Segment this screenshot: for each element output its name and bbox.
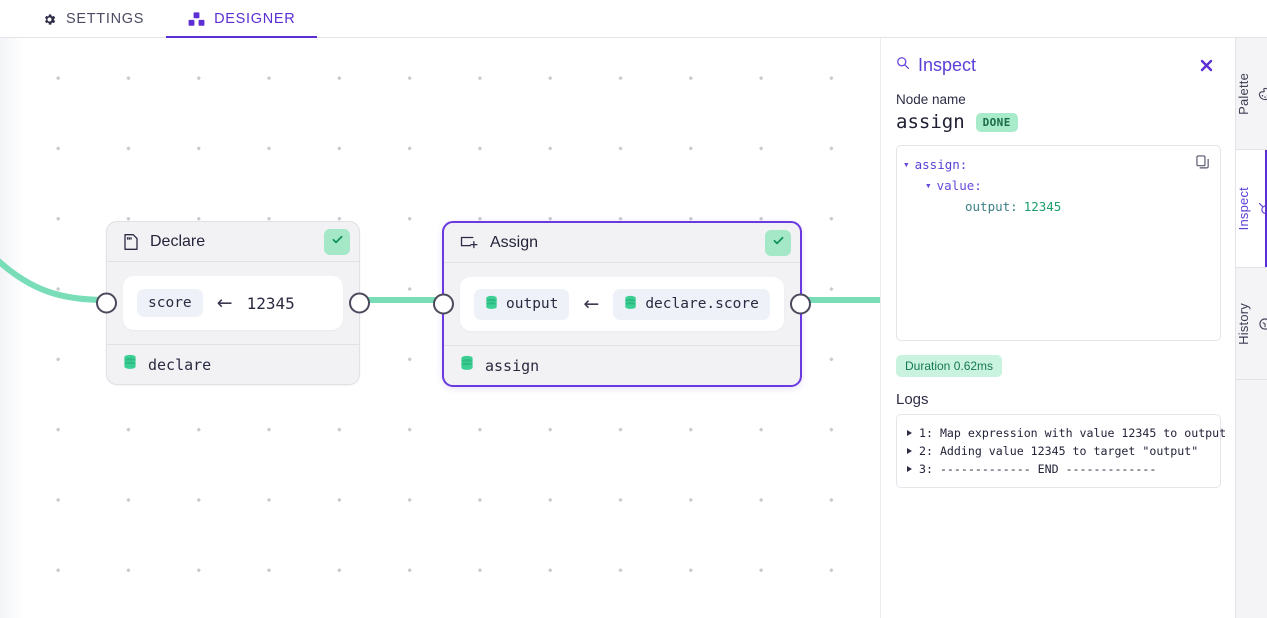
gear-icon bbox=[42, 12, 57, 27]
assign-value-label: declare.score bbox=[645, 296, 759, 312]
logs-label: Logs bbox=[896, 391, 929, 408]
node-name-row: assign DONE bbox=[882, 107, 1235, 143]
tab-designer-label: DESIGNER bbox=[214, 11, 296, 27]
declare-expression-card[interactable]: score ← 12345 bbox=[123, 276, 343, 330]
inspect-panel-title: Inspect bbox=[918, 54, 977, 75]
node-declare-input-port[interactable] bbox=[96, 292, 117, 314]
tab-settings-label: SETTINGS bbox=[66, 11, 145, 27]
chevron-right-icon[interactable] bbox=[907, 430, 912, 436]
json-leaf-value: 12345 bbox=[1023, 199, 1062, 214]
json-child-key: value: bbox=[936, 178, 982, 193]
search-icon bbox=[896, 56, 910, 75]
close-icon[interactable] bbox=[1195, 54, 1217, 76]
log-text: 1: Map expression with value 12345 to ou… bbox=[919, 426, 1227, 440]
history-icon bbox=[1258, 317, 1267, 331]
declare-target-chip[interactable]: score bbox=[137, 289, 203, 317]
rail-tab-history-label: History bbox=[1236, 302, 1251, 345]
node-assign-body: output ← de bbox=[444, 263, 800, 345]
node-declare-header: Declare bbox=[107, 222, 359, 262]
log-row[interactable]: 1: Map expression with value 12345 to ou… bbox=[907, 424, 1226, 442]
log-row[interactable]: 2: Adding value 12345 to target "output" bbox=[907, 442, 1210, 460]
database-icon bbox=[123, 354, 137, 375]
copy-icon[interactable] bbox=[1194, 153, 1212, 171]
node-declare-footer-label: declare bbox=[148, 355, 212, 374]
chevron-down-icon[interactable]: ▾ bbox=[903, 158, 910, 171]
rail-tab-palette[interactable]: Palette bbox=[1236, 38, 1267, 150]
node-assign-input-port[interactable] bbox=[433, 293, 454, 315]
check-icon bbox=[772, 234, 785, 252]
rail-tab-history[interactable]: History bbox=[1236, 268, 1267, 380]
blocks-icon bbox=[188, 11, 205, 27]
logs-box: 1: Map expression with value 12345 to ou… bbox=[896, 414, 1226, 488]
chevron-down-icon[interactable]: ▾ bbox=[925, 179, 932, 192]
canvas-left-fade bbox=[0, 38, 24, 618]
palette-icon bbox=[1258, 87, 1267, 101]
log-text: 2: Adding value 12345 to target "output" bbox=[919, 444, 1199, 458]
json-row-child[interactable]: ▾ value: bbox=[903, 175, 1214, 196]
insert-box-icon bbox=[460, 235, 479, 250]
node-declare[interactable]: Declare score ← 12345 bbox=[96, 221, 370, 385]
assign-target-chip[interactable]: output bbox=[474, 288, 570, 320]
assign-expression-card[interactable]: output ← de bbox=[460, 277, 784, 331]
flow-canvas[interactable]: Declare score ← 12345 bbox=[0, 38, 881, 618]
assignment-arrow-icon: ← bbox=[216, 291, 233, 314]
database-icon bbox=[460, 355, 474, 376]
rail-tab-inspect[interactable]: Inspect bbox=[1236, 150, 1267, 268]
declare-value[interactable]: 12345 bbox=[246, 293, 295, 313]
database-icon bbox=[624, 295, 637, 314]
json-row-root[interactable]: ▾ assign: bbox=[903, 154, 1214, 175]
status-badge: DONE bbox=[975, 112, 1018, 132]
json-root-key: assign: bbox=[914, 157, 968, 172]
json-row-leaf: output: 12345 bbox=[903, 196, 1214, 217]
check-icon bbox=[331, 233, 344, 251]
node-assign-title: Assign bbox=[490, 233, 539, 251]
inspect-panel: Inspect Node name assign DONE ▾ assign: … bbox=[882, 38, 1235, 618]
log-text: 3: ------------- END ------------- bbox=[919, 462, 1157, 476]
edge-incoming bbox=[0, 258, 109, 303]
node-assign-status-badge bbox=[765, 229, 791, 256]
chevron-right-icon[interactable] bbox=[907, 448, 912, 454]
node-assign-output-port[interactable] bbox=[790, 293, 811, 315]
rail-tab-inspect-label: Inspect bbox=[1236, 186, 1251, 231]
chevron-right-icon[interactable] bbox=[907, 466, 912, 472]
node-declare-footer: declare bbox=[107, 344, 359, 384]
right-rail: Palette Inspect History bbox=[1235, 38, 1267, 618]
tab-settings[interactable]: SETTINGS bbox=[20, 0, 166, 38]
rail-tab-palette-label: Palette bbox=[1236, 72, 1251, 115]
tab-designer[interactable]: DESIGNER bbox=[166, 0, 318, 39]
node-assign-footer-label: assign bbox=[485, 356, 540, 375]
json-leaf-key: output: bbox=[965, 199, 1018, 214]
node-declare-title: Declare bbox=[150, 232, 206, 250]
node-assign-footer: assign bbox=[444, 345, 800, 385]
node-name-label: Node name bbox=[896, 92, 966, 107]
node-assign-header: Assign bbox=[444, 223, 800, 263]
inspect-panel-header: Inspect bbox=[882, 38, 1235, 82]
node-declare-body: score ← 12345 bbox=[107, 262, 359, 344]
database-icon bbox=[485, 295, 498, 314]
node-assign[interactable]: Assign bbox=[433, 221, 811, 387]
node-declare-status-badge bbox=[324, 228, 350, 255]
node-declare-output-port[interactable] bbox=[349, 292, 370, 314]
search-icon bbox=[1258, 202, 1267, 215]
inspect-node-name: assign bbox=[896, 111, 965, 133]
duration-badge: Duration 0.62ms bbox=[896, 355, 1003, 377]
declare-target-label: score bbox=[148, 295, 192, 311]
top-tab-bar: SETTINGS DESIGNER bbox=[0, 0, 1267, 39]
assignment-arrow-icon: ← bbox=[583, 292, 600, 315]
note-icon bbox=[123, 233, 139, 251]
log-row[interactable]: 3: ------------- END ------------- bbox=[907, 460, 1210, 478]
json-tree-viewer[interactable]: ▾ assign: ▾ value: output: 12345 bbox=[896, 145, 1221, 341]
assign-value-chip[interactable]: declare.score bbox=[613, 288, 770, 320]
assign-target-label: output bbox=[506, 296, 559, 312]
